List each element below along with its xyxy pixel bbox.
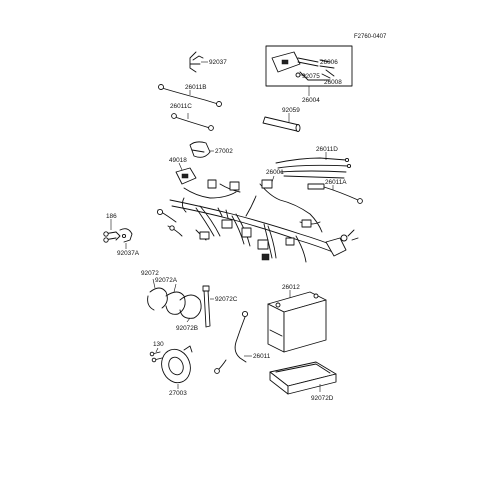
- label-26004: 26004: [302, 97, 320, 104]
- bolt-130: [149, 351, 163, 363]
- label-130: 130: [153, 341, 164, 348]
- cable-26011B: [158, 84, 222, 107]
- label-92059: 92059: [282, 107, 300, 114]
- cable-26011: [214, 310, 249, 374]
- band-92072: [147, 287, 168, 311]
- label-92037A: 92037A: [117, 250, 140, 257]
- clamp-92037A: [119, 228, 133, 243]
- label-26011C: 26011C: [170, 103, 192, 110]
- label-92072C: 92072C: [215, 296, 238, 303]
- label-92075: 92075: [302, 73, 320, 80]
- label-26006: 26006: [320, 59, 338, 66]
- label-92072B: 92072B: [176, 325, 198, 332]
- label-186: 186: [106, 213, 117, 220]
- connector-49018: [175, 167, 197, 185]
- battery-tray-92072D: [269, 361, 337, 395]
- label-49018: 49018: [169, 157, 187, 164]
- label-26012: 26012: [282, 284, 300, 291]
- bolt-186: [103, 231, 121, 243]
- label-26001: 26001: [266, 169, 284, 176]
- label-92037: 92037: [209, 59, 227, 66]
- label-92072A: 92072A: [155, 277, 178, 284]
- label-27003: 27003: [169, 390, 187, 397]
- relay-27002: [189, 141, 211, 158]
- cable-26011A: [307, 183, 363, 204]
- band-92072B: [179, 294, 202, 319]
- strap-92072C: [202, 285, 211, 328]
- label-26011D: 26011D: [316, 146, 338, 153]
- label-27002: 27002: [215, 148, 233, 155]
- label-92072D: 92072D: [311, 395, 334, 402]
- battery-26012: [267, 291, 327, 353]
- horn-27003: [161, 345, 193, 384]
- tube-92059: [262, 116, 301, 132]
- reference-code: F2760-0407: [354, 34, 387, 40]
- clamp-92037: [189, 51, 208, 73]
- band-92072A: [165, 291, 186, 315]
- main-harness-26001: [156, 179, 359, 263]
- label-26011B: 26011B: [185, 84, 207, 91]
- label-26011A: 26011A: [325, 179, 347, 186]
- cable-26011D: [275, 157, 352, 179]
- label-92072: 92072: [141, 270, 159, 277]
- cable-26011C: [171, 113, 214, 131]
- label-26008: 26008: [324, 79, 342, 86]
- label-26011: 26011: [253, 353, 271, 360]
